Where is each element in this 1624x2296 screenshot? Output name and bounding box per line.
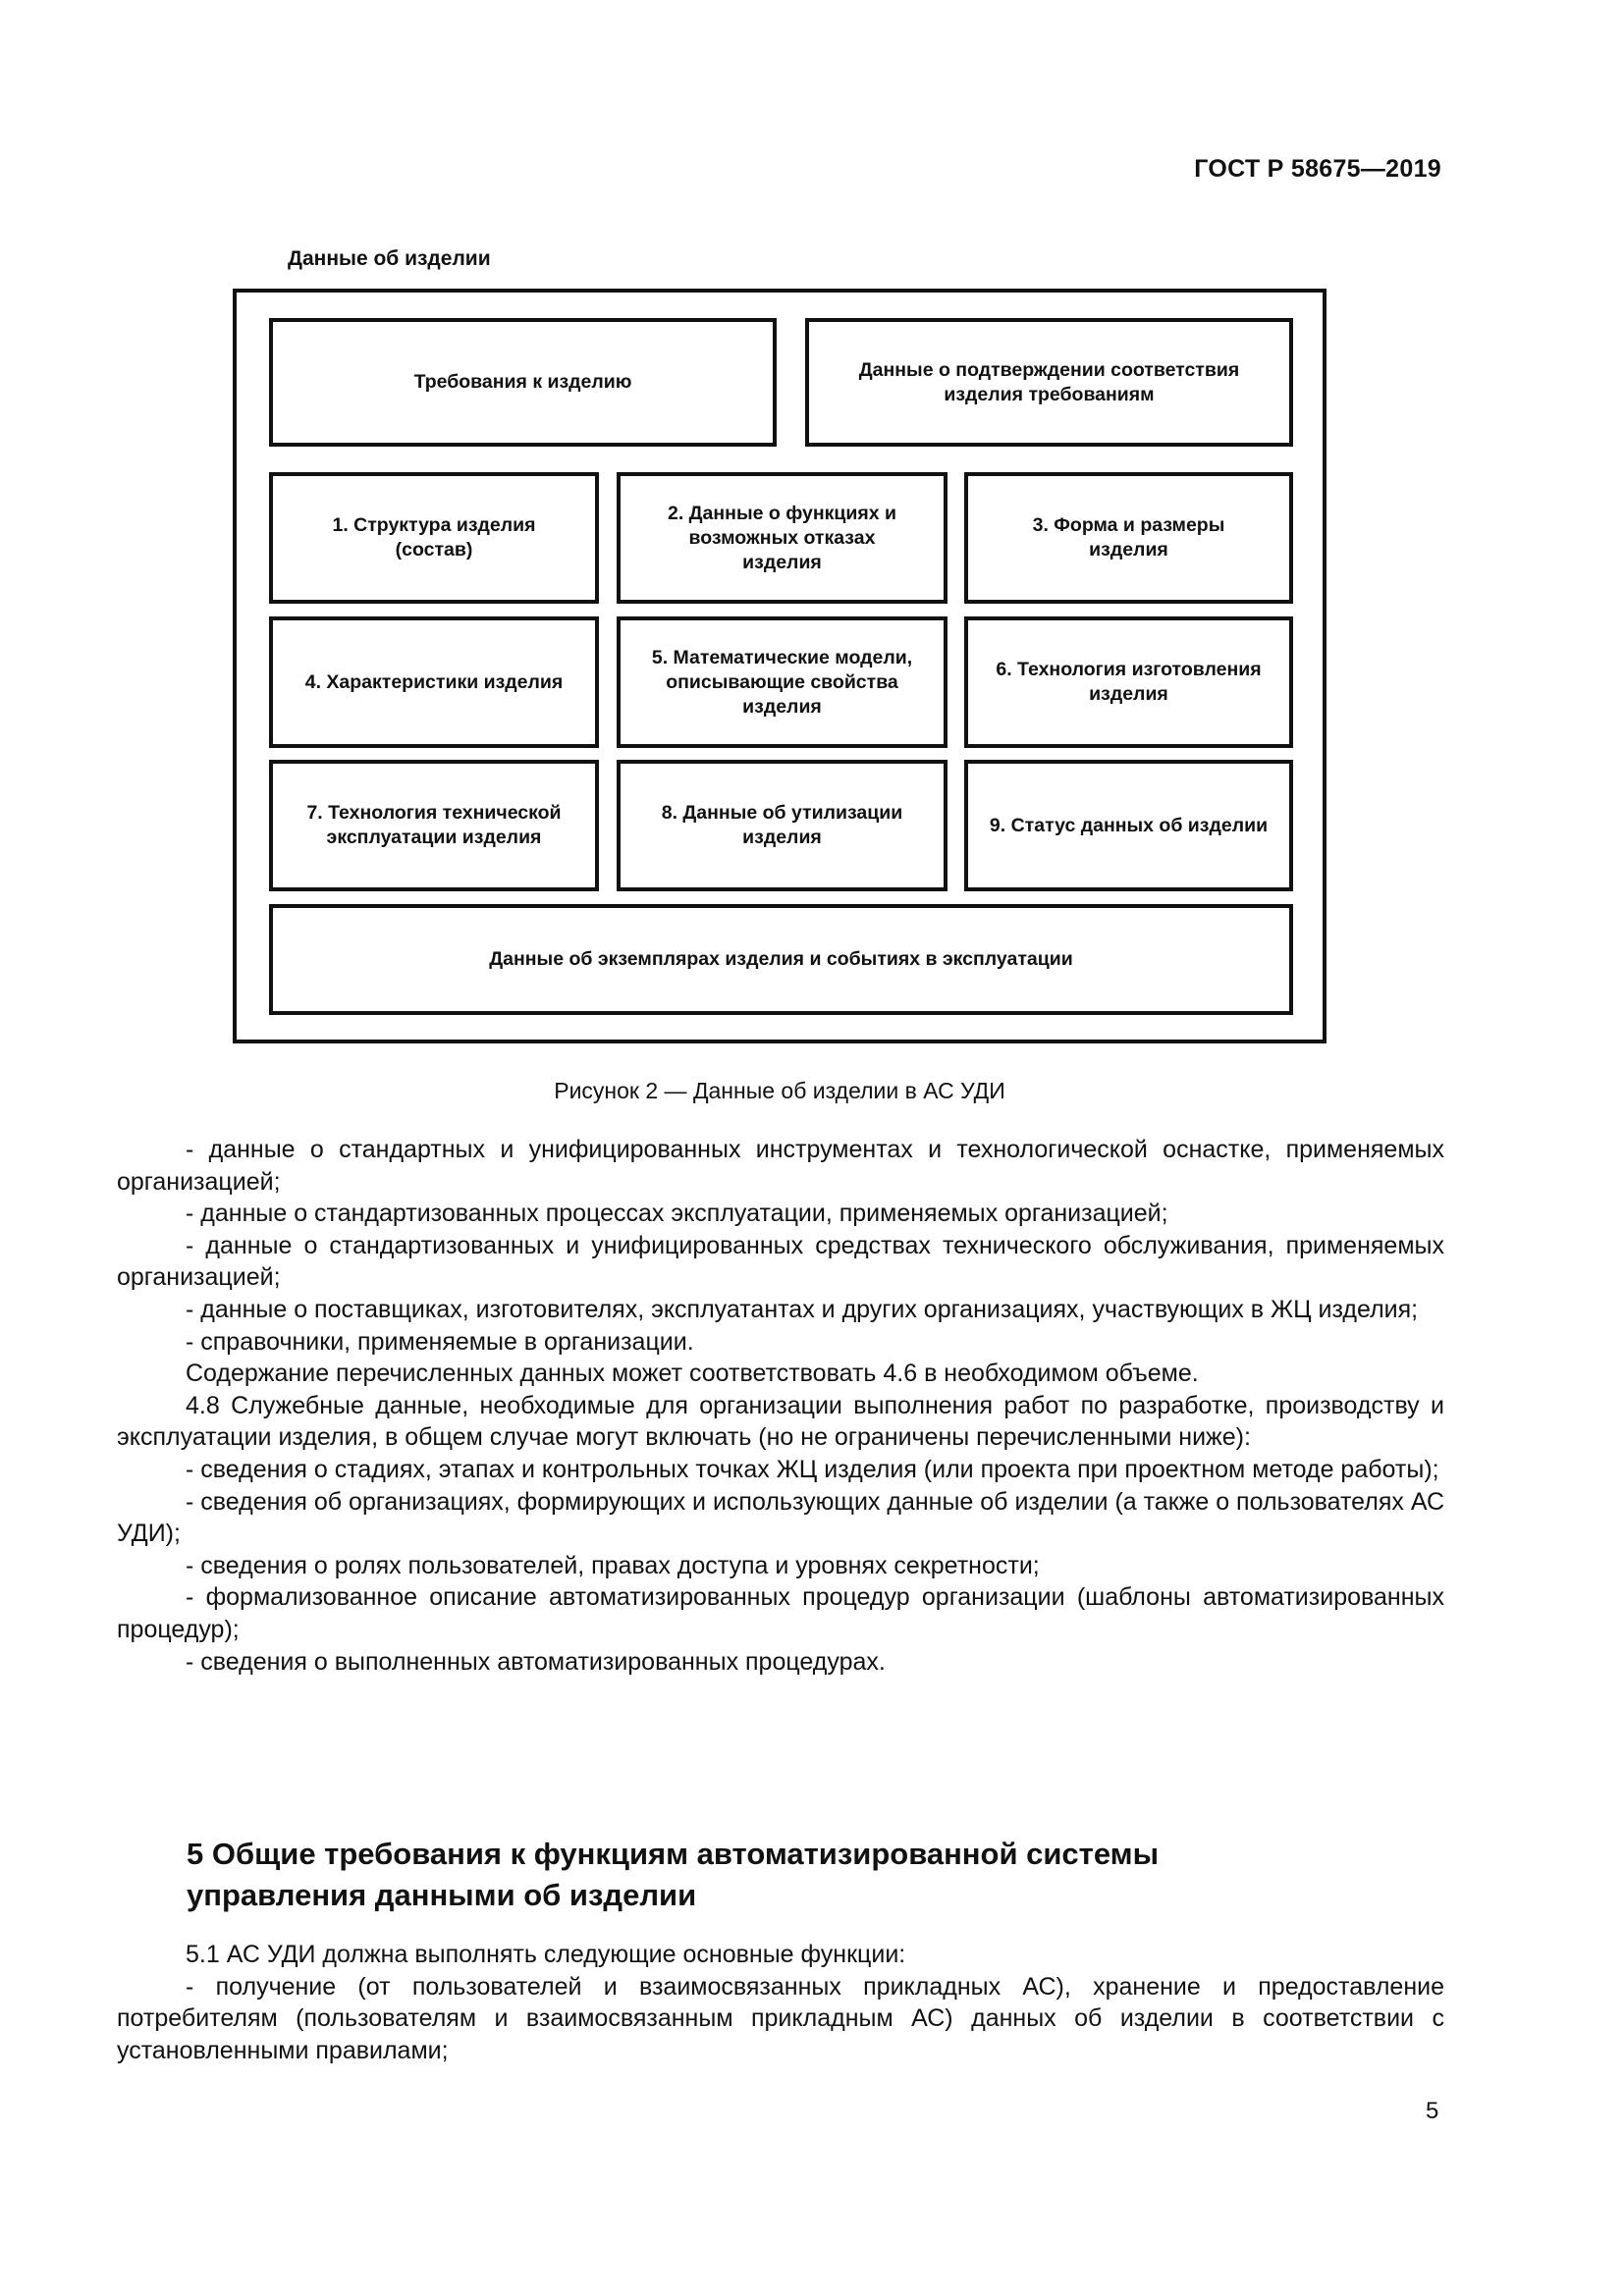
box-maintenance-technology: 7. Технология технической эксплуатации и… xyxy=(269,760,599,891)
figure-label: Данные об изделии xyxy=(288,247,491,270)
paragraph: Содержание перечисленных данных может со… xyxy=(186,1360,1199,1388)
box-shape-dimensions: 3. Форма и размеры изделия xyxy=(964,472,1293,604)
paragraph: 5.1 АС УДИ должна выполнять следующие ос… xyxy=(186,1941,906,1968)
box-functions-failures: 2. Данные о функциях и возможных отказах… xyxy=(617,472,947,604)
box-conformity: Данные о подтверждении соответствия изде… xyxy=(805,318,1293,447)
box-data-status: 9. Статус данных об изделии xyxy=(964,760,1293,891)
paragraph: - данные о стандартизованных и унифициро… xyxy=(117,1231,1444,1292)
figure-caption: Рисунок 2 — Данные об изделии в АС УДИ xyxy=(554,1078,1005,1103)
body-text: - данные о стандартных и унифицированных… xyxy=(117,1134,1444,1678)
section-body: 5.1 АС УДИ должна выполнять следующие ос… xyxy=(117,1939,1444,2066)
section-heading-line: 5 Общие требования к функциям автоматизи… xyxy=(187,1837,1160,1871)
box-math-models: 5. Математические модели, описывающие св… xyxy=(617,616,947,748)
paragraph: - данные о стандартизованных процессах э… xyxy=(186,1200,1168,1228)
paragraph: - сведения о стадиях, этапах и контрольн… xyxy=(186,1455,1439,1483)
paragraph: 4.8 Служебные данные, необходимые для ор… xyxy=(117,1391,1444,1452)
section-heading-line: управления данными об изделии xyxy=(187,1878,697,1912)
paragraph: - сведения о ролях пользователей, правах… xyxy=(186,1551,1040,1579)
paragraph: - данные о стандартных и унифицированных… xyxy=(117,1136,1444,1196)
paragraph: - сведения о выполненных автоматизирован… xyxy=(186,1647,886,1676)
box-product-structure: 1. Структура изделия (состав) xyxy=(269,472,599,604)
box-requirements: Требования к изделию xyxy=(269,318,777,447)
document-code: ГОСТ Р 58675—2019 xyxy=(1194,155,1441,183)
box-instances-events: Данные об экземплярах изделия и событиях… xyxy=(269,904,1293,1015)
page-number: 5 xyxy=(1426,2098,1439,2124)
box-disposal-data: 8. Данные об утилизации изделия xyxy=(617,760,947,891)
paragraph: - формализованное описание автоматизиров… xyxy=(117,1583,1444,1643)
section-heading: 5 Общие требования к функциям автоматизи… xyxy=(187,1834,1365,1916)
figure-frame xyxy=(233,289,1326,1043)
paragraph: - справочники, применяемые в организации… xyxy=(186,1327,694,1356)
box-manufacturing-technology: 6. Технология изготовления изделия xyxy=(964,616,1293,748)
paragraph: - сведения об организациях, формирующих … xyxy=(117,1487,1444,1548)
paragraph: - данные о поставщиках, изготовителях, э… xyxy=(186,1295,1419,1323)
paragraph: - получение (от пользователей и взаимосв… xyxy=(117,1972,1444,2064)
box-characteristics: 4. Характеристики изделия xyxy=(269,616,599,748)
